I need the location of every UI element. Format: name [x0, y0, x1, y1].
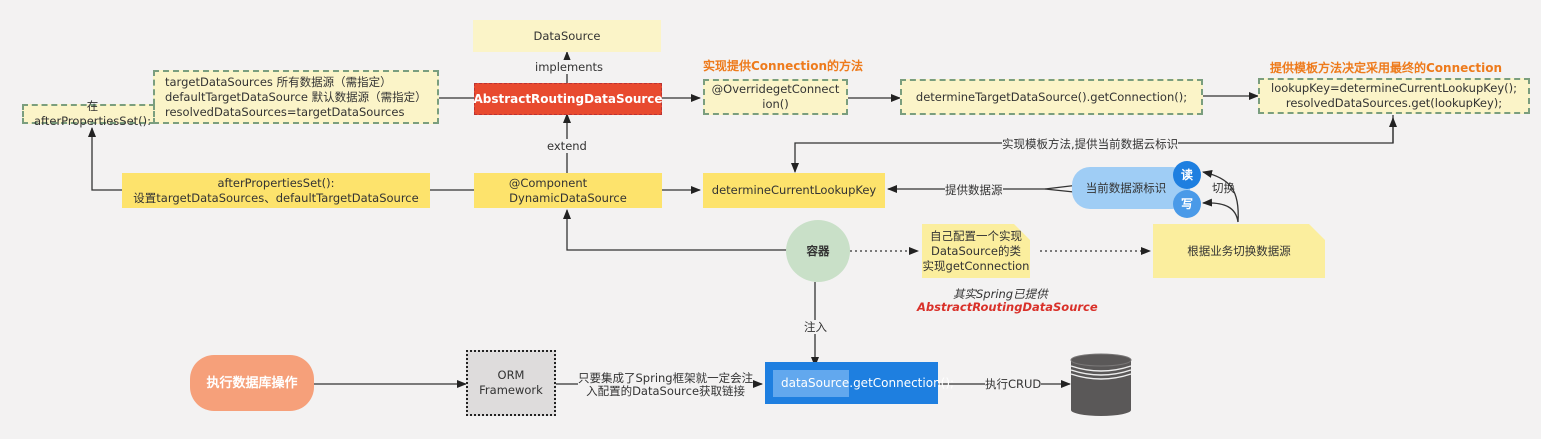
lookup-code-line: resolvedDataSources.get(lookupKey); — [1285, 96, 1503, 110]
target-props-line: defaultTargetDataSource 默认数据源（需指定） — [165, 89, 427, 104]
read-label: 读 — [1180, 167, 1193, 182]
self-config-line: 自己配置一个实现 — [930, 228, 1022, 243]
current-ds-id-bubble: 当前数据源标识 — [1072, 167, 1190, 209]
self-config-note: 自己配置一个实现 DataSource的类 实现getConnection — [922, 224, 1030, 278]
implements-label: implements — [535, 60, 604, 74]
switch-label: 切换 — [1212, 181, 1235, 195]
get-connection-label: .getConnection(); — [849, 375, 955, 390]
spring-provided-label: 其实Spring已提供 — [953, 287, 1048, 301]
lookup-code-line: lookupKey=determineCurrentLookupKey(); — [1271, 81, 1517, 95]
after-props-line: afterPropertiesSet(): — [217, 175, 335, 190]
after-props-set-label-box: 在afterPropertiesSet(): — [22, 99, 155, 128]
note-fold — [1309, 224, 1325, 240]
current-ds-id-label: 当前数据源标识 — [1085, 180, 1167, 195]
extend-label: extend — [547, 139, 587, 153]
after-props-set-box: afterPropertiesSet(): 设置targetDataSource… — [122, 173, 430, 208]
orm-line: ORM — [497, 368, 525, 382]
spring-provided-class: AbstractRoutingDataSource — [917, 300, 1098, 314]
determine-target-label: determineTargetDataSource().getConnectio… — [915, 89, 1188, 104]
spring-inject-line: 入配置的DataSource获取链接 — [578, 385, 754, 398]
impl-connection-title: 实现提供Connection的方法 — [703, 59, 864, 73]
override-get-connection-box: @OverridegetConnection() — [703, 79, 848, 115]
switch-by-business-note: 根据业务切换数据源 — [1153, 224, 1325, 278]
datasource-label: DataSource — [533, 28, 601, 43]
orm-framework-node: ORM Framework — [466, 350, 556, 416]
dynamic-ds-class: DynamicDataSource — [509, 190, 627, 205]
abstract-routing-datasource-node: AbstractRoutingDataSource — [473, 83, 663, 115]
template-title: 提供模板方法决定采用最终的Connection — [1270, 61, 1503, 75]
switch-read-arrow — [1202, 170, 1239, 223]
switch-write-arrow — [1202, 198, 1239, 223]
determine-lookup-key-node: determineCurrentLookupKey — [703, 173, 885, 208]
spring-inject-line: 只要集成了Spring框架就一定会注 — [578, 371, 754, 385]
after-props-line: 设置targetDataSources、defaultTargetDataSou… — [133, 190, 419, 205]
abstract-routing-label: AbstractRoutingDataSource — [473, 91, 663, 106]
target-props-line: resolvedDataSources=targetDataSources — [165, 104, 405, 119]
write-node: 写 — [1173, 190, 1201, 218]
container-label: 容器 — [806, 243, 830, 258]
after-props-set-label: 在afterPropertiesSet(): — [33, 99, 152, 128]
container-to-dynamic-arrow — [563, 209, 788, 251]
exec-crud-label: 执行CRUD — [985, 377, 1042, 391]
target-props-line: targetDataSources 所有数据源（需指定） — [165, 74, 392, 89]
datasource-interface: DataSource — [473, 20, 661, 52]
note-fold — [1014, 224, 1030, 240]
provide-ds-label: 提供数据源 — [945, 183, 1003, 197]
self-config-line: DataSource的类 — [931, 243, 1021, 258]
dynamic-datasource-node: @Component DynamicDataSource — [474, 173, 662, 208]
exec-db-op-node: 执行数据库操作 — [190, 355, 314, 411]
datasource-highlight[interactable]: dataSource — [773, 369, 850, 397]
self-config-line: 实现getConnection — [922, 258, 1030, 273]
template-impl-label: 实现模板方法,提供当前数据云标识 — [1002, 137, 1179, 151]
datasource-get-connection-node: dataSource.getConnection(); — [765, 362, 954, 404]
exec-db-op-label: 执行数据库操作 — [206, 375, 298, 391]
determine-target-box: determineTargetDataSource().getConnectio… — [900, 79, 1203, 115]
container-node: 容器 — [786, 220, 850, 282]
write-label: 写 — [1180, 196, 1193, 211]
lookup-code-box: lookupKey=determineCurrentLookupKey(); r… — [1258, 78, 1530, 114]
orm-line: Framework — [479, 383, 543, 397]
switch-by-business-label: 根据业务切换数据源 — [1187, 243, 1291, 258]
after-props-arrow — [88, 127, 122, 191]
target-props-box: targetDataSources 所有数据源（需指定） defaultTarg… — [153, 70, 439, 124]
inject-label: 注入 — [804, 320, 827, 334]
override-get-connection-label: @OverridegetConnection() — [711, 82, 840, 111]
spring-inject-label: 只要集成了Spring框架就一定会注 入配置的DataSource获取链接 — [578, 371, 754, 398]
database-icon — [1070, 353, 1132, 416]
read-node: 读 — [1173, 161, 1201, 189]
dynamic-ds-annotation: @Component — [508, 175, 588, 190]
determine-lookup-key-label: determineCurrentLookupKey — [711, 183, 877, 197]
